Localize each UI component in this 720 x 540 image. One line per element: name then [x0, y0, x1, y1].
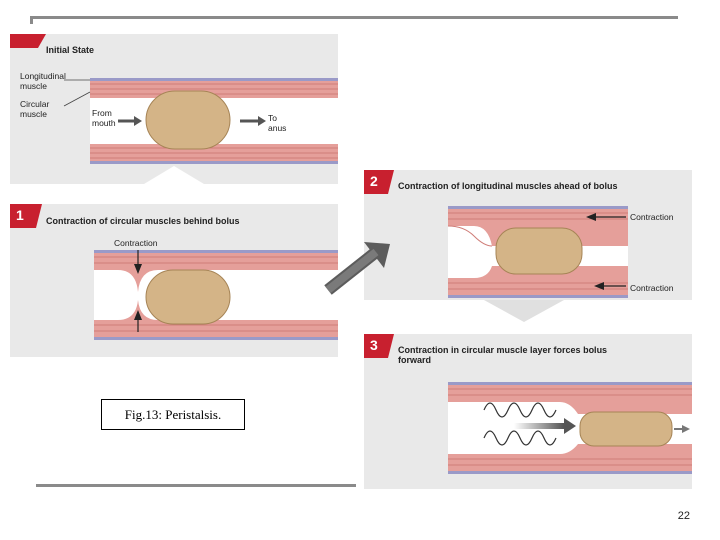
leader-circular: [63, 91, 91, 107]
step1-label-contraction: Contraction: [114, 238, 158, 248]
step1-badge-shape: [10, 204, 42, 228]
bolus: [495, 227, 583, 275]
step2-label-contraction-bottom: Contraction: [630, 283, 674, 293]
funnel-lower: [560, 444, 692, 454]
step2-illustration: [364, 170, 628, 298]
transition-arrow: [324, 242, 390, 295]
panel-step-2: 2 Contraction of longitudinal muscles ah…: [364, 170, 692, 300]
label-circular-muscle: Circular muscle: [20, 99, 50, 119]
upper-constriction: [118, 270, 158, 292]
top-rule-tick: [30, 16, 33, 24]
step1-illustration: [10, 204, 338, 340]
step2-badge: 2: [364, 170, 394, 194]
wave-top: [483, 402, 557, 418]
step2-badge-shape: [364, 170, 394, 194]
push-arrow: [514, 423, 564, 429]
step1-title: Contraction of circular muscles behind b…: [46, 216, 240, 226]
step2-number: 2: [370, 173, 378, 189]
step3-badge: 3: [364, 334, 394, 358]
top-rule: [30, 16, 678, 19]
step1-number: 1: [16, 207, 24, 223]
wave-bottom: [483, 430, 557, 446]
step3-illustration: [364, 334, 692, 474]
step3-number: 3: [370, 337, 378, 353]
chevron-down: [144, 166, 204, 184]
chevron-step2-to-step3: [484, 300, 564, 322]
bottom-rule: [36, 484, 356, 487]
bolus: [145, 90, 231, 150]
step3-badge-shape: [364, 334, 394, 358]
funnel-upper: [560, 402, 692, 414]
step1-badge: 1: [10, 204, 40, 228]
label-longitudinal-muscle: Longitudinal muscle: [20, 71, 66, 91]
corner-notch: [10, 34, 46, 48]
initial-title: Initial State: [46, 45, 95, 55]
label-to-anus: To anus: [268, 113, 287, 133]
label-from-mouth: From mouth: [92, 108, 116, 128]
panel-step-1: 1 Contraction of circular muscles behind…: [10, 204, 338, 357]
step2-label-contraction-top: Contraction: [630, 212, 674, 222]
initial-illustration: [10, 34, 338, 184]
figure-caption: Fig.13: Peristalsis.: [101, 399, 245, 430]
bolus: [579, 411, 673, 447]
step3-title: Contraction in circular muscle layer for…: [398, 345, 608, 365]
panel-step-3: 3 Contraction in circular muscle layer f…: [364, 334, 692, 489]
page-number: 22: [677, 510, 690, 522]
panel-initial-state: Initial State Longitudinal muscle Circul…: [10, 34, 338, 184]
bolus: [145, 269, 231, 325]
step2-title: Contraction of longitudinal muscles ahea…: [398, 181, 618, 191]
